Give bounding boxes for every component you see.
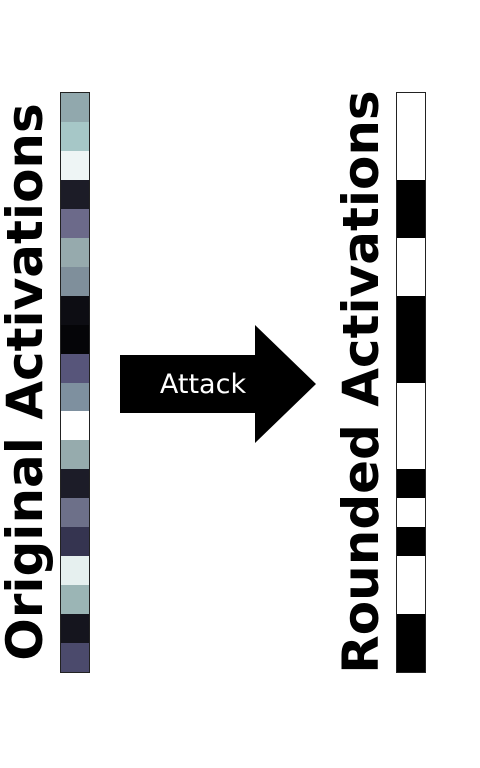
original-activation-cell bbox=[61, 527, 89, 557]
rounded-activation-cell bbox=[397, 266, 425, 296]
rounded-activation-cell bbox=[397, 382, 425, 412]
original-activation-cell bbox=[61, 324, 89, 354]
rounded-activation-cell bbox=[397, 237, 425, 267]
rounded-activation-cell bbox=[397, 179, 425, 209]
original-activation-cell bbox=[61, 614, 89, 644]
rounded-activation-cell bbox=[397, 353, 425, 383]
arrow-icon bbox=[120, 325, 316, 443]
original-activation-cell bbox=[61, 121, 89, 151]
original-activation-cell bbox=[61, 556, 89, 586]
rounded-activation-cell bbox=[397, 643, 425, 672]
attack-arrow: Attack bbox=[120, 325, 316, 443]
original-activation-cell bbox=[61, 469, 89, 499]
original-activation-cell bbox=[61, 179, 89, 209]
original-activation-cell bbox=[61, 150, 89, 180]
rounded-activation-cell bbox=[397, 614, 425, 644]
original-activation-cell bbox=[61, 353, 89, 383]
rounded-activation-cell bbox=[397, 440, 425, 470]
rounded-activation-cell bbox=[397, 411, 425, 441]
original-activation-cell bbox=[61, 266, 89, 296]
rounded-activation-cell bbox=[397, 324, 425, 354]
original-activation-cell bbox=[61, 585, 89, 615]
original-activation-cell bbox=[61, 382, 89, 412]
rounded-activation-cell bbox=[397, 527, 425, 557]
rounded-activation-cell bbox=[397, 585, 425, 615]
rounded-activation-cell bbox=[397, 93, 425, 122]
rounded-activation-cell bbox=[397, 150, 425, 180]
attack-label: Attack bbox=[159, 369, 247, 400]
original-activation-cell bbox=[61, 237, 89, 267]
rounded-activation-cell bbox=[397, 469, 425, 499]
original-activation-cell bbox=[61, 93, 89, 122]
original-activation-cell bbox=[61, 411, 89, 441]
rounded-activation-cell bbox=[397, 498, 425, 528]
original-activation-cell bbox=[61, 440, 89, 470]
original-activation-cell bbox=[61, 643, 89, 672]
rounded-activation-cell bbox=[397, 295, 425, 325]
rounded-activations-column bbox=[396, 92, 426, 673]
rounded-activation-cell bbox=[397, 121, 425, 151]
rounded-activation-cell bbox=[397, 208, 425, 238]
original-activations-column bbox=[60, 92, 90, 673]
original-activation-cell bbox=[61, 208, 89, 238]
original-activation-cell bbox=[61, 498, 89, 528]
original-activation-cell bbox=[61, 295, 89, 325]
rounded-activations-label: Rounded Activations bbox=[332, 90, 390, 674]
rounded-activation-cell bbox=[397, 556, 425, 586]
original-activations-label: Original Activations bbox=[0, 103, 54, 661]
